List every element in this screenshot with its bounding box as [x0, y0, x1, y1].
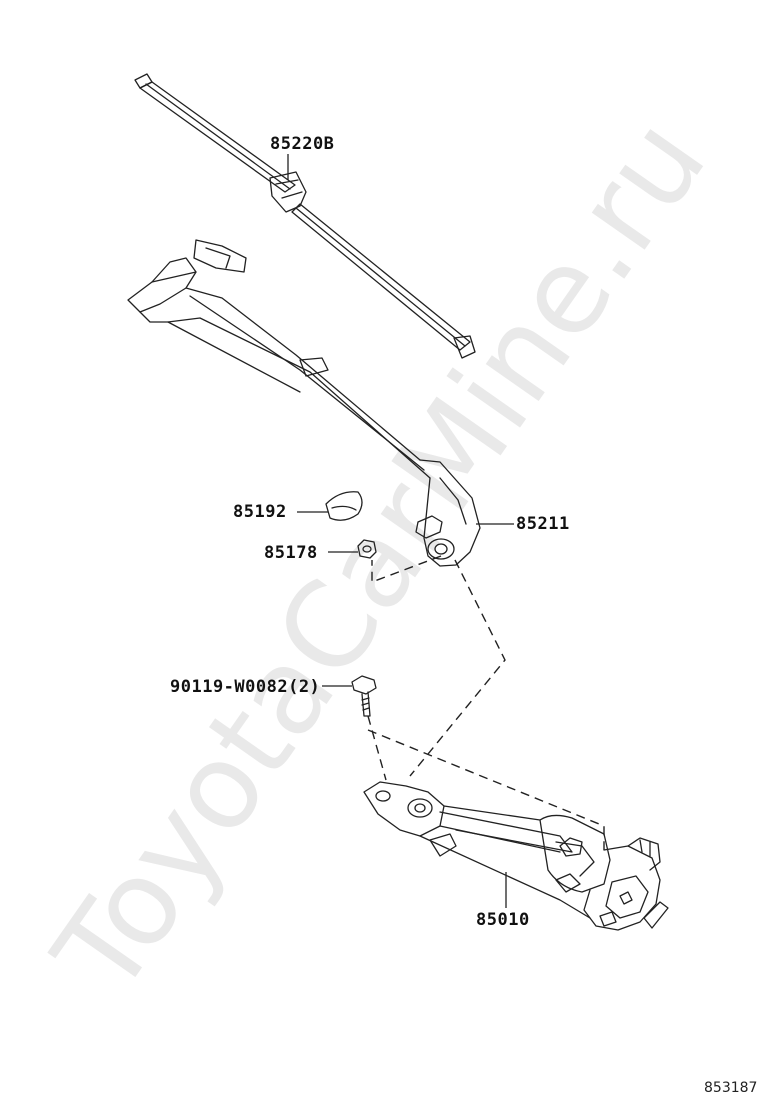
part-label-85192: 85192 [233, 502, 287, 522]
bolt [351, 675, 377, 717]
leader-lines [287, 154, 514, 908]
wiper-nut [357, 539, 377, 559]
nut-dashed-line [371, 555, 442, 584]
wiper-blade [134, 73, 476, 359]
assembly-dashed-lines [367, 555, 605, 850]
part-label-85211: 85211 [516, 514, 570, 534]
part-label-85178: 85178 [264, 543, 318, 563]
part-label-85220b: 85220B [270, 134, 335, 154]
diagram-code: 853187 [704, 1080, 758, 1096]
bolt-to-motor-dashed-line [367, 729, 605, 850]
part-label-90119-w0082: 90119-W0082(2) [170, 677, 321, 697]
wiper-arm [127, 239, 481, 567]
arm-to-pivot-dashed-line [409, 559, 506, 777]
wiper-cap [325, 491, 363, 521]
wiper-motor-linkage [363, 781, 669, 931]
bolt-dashed-line [367, 715, 387, 781]
part-label-85010: 85010 [476, 910, 530, 930]
